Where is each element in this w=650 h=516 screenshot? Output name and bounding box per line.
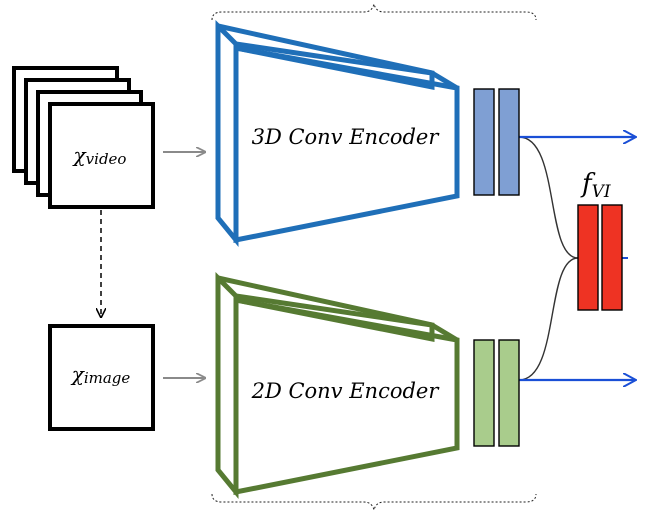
video-feature-bar	[498, 88, 520, 196]
image-feature-to-fusion-connector	[518, 257, 579, 381]
video-encoder	[215, 19, 460, 248]
video-frames-stack	[12, 66, 155, 209]
fusion-label: fVI	[580, 169, 611, 202]
image-feature-bar	[473, 339, 495, 447]
fusion-feature-bar	[577, 204, 599, 311]
video-feature-vector	[473, 88, 520, 196]
top-brace	[211, 3, 537, 21]
image-encoder	[215, 271, 460, 500]
image-feature-bar	[498, 339, 520, 447]
video-input-label: χvideo	[72, 143, 127, 168]
image-input-box	[48, 324, 155, 431]
bottom-brace	[211, 493, 537, 511]
video-feature-bar	[473, 88, 495, 196]
image-input-label: χimage	[70, 362, 131, 387]
video-frame	[48, 102, 155, 209]
fusion-feature-vector	[577, 204, 623, 311]
image-feature-vector	[473, 339, 520, 447]
image-encoder-label: 2D Conv Encoder	[251, 379, 441, 403]
video-encoder-label: 3D Conv Encoder	[252, 125, 441, 149]
video-feature-to-fusion-connector	[518, 136, 579, 259]
fusion-feature-bar	[601, 204, 623, 311]
